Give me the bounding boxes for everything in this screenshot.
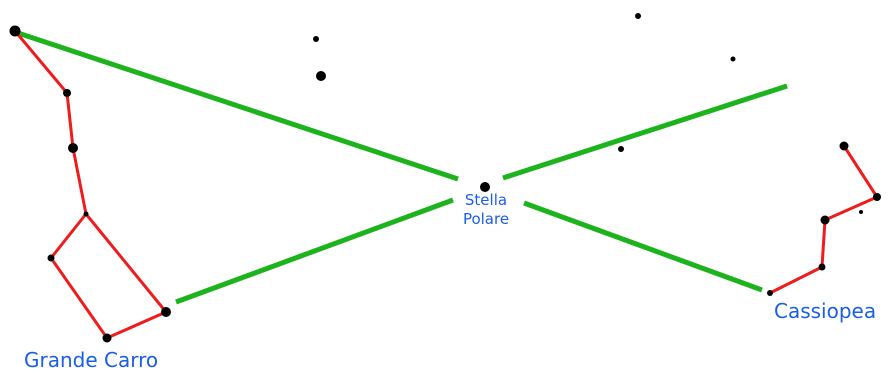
star-big-dipper-2: [63, 89, 71, 97]
label-cassiopeia: Cassiopea: [774, 299, 877, 323]
stars: [9, 13, 881, 343]
star-big-dipper-5: [47, 254, 55, 262]
star-cassiopeia-extra: [859, 210, 863, 214]
label-big-dipper: Grande Carro: [24, 348, 159, 372]
star-big-dipper-7: [161, 307, 171, 317]
pointer-line-polaris-cassiopeia: [523, 200, 763, 293]
label-polaris: Stella Polare: [436, 191, 536, 229]
star-big-dipper-3: [68, 143, 78, 153]
star-cassiopeia-4: [818, 263, 826, 271]
star-polaris: [480, 182, 490, 192]
star-field-2: [316, 71, 326, 81]
star-cassiopeia-3: [820, 215, 830, 225]
star-big-dipper-4: [83, 211, 89, 217]
star-big-dipper-6: [102, 333, 112, 343]
pointer-line-polaris-upper-right: [502, 83, 788, 181]
label-polaris-line1: Stella: [464, 191, 508, 209]
star-cassiopeia-5: [767, 290, 773, 296]
big-dipper-bowl: [49, 212, 168, 340]
pointer-line-dubhe-polaris: [17, 30, 459, 182]
star-dubhe: [9, 25, 21, 37]
label-polaris-line2: Polare: [462, 210, 510, 228]
star-cassiopeia-1: [839, 141, 849, 151]
star-field-3: [635, 13, 641, 19]
star-field-4: [730, 56, 736, 62]
star-field-5: [618, 146, 624, 152]
star-field-1: [313, 36, 319, 42]
pointer-line-carro-polaris: [175, 197, 454, 305]
big-dipper-handle: [13, 30, 88, 215]
star-cassiopeia-2: [873, 193, 881, 201]
pointer-lines: [17, 30, 788, 305]
